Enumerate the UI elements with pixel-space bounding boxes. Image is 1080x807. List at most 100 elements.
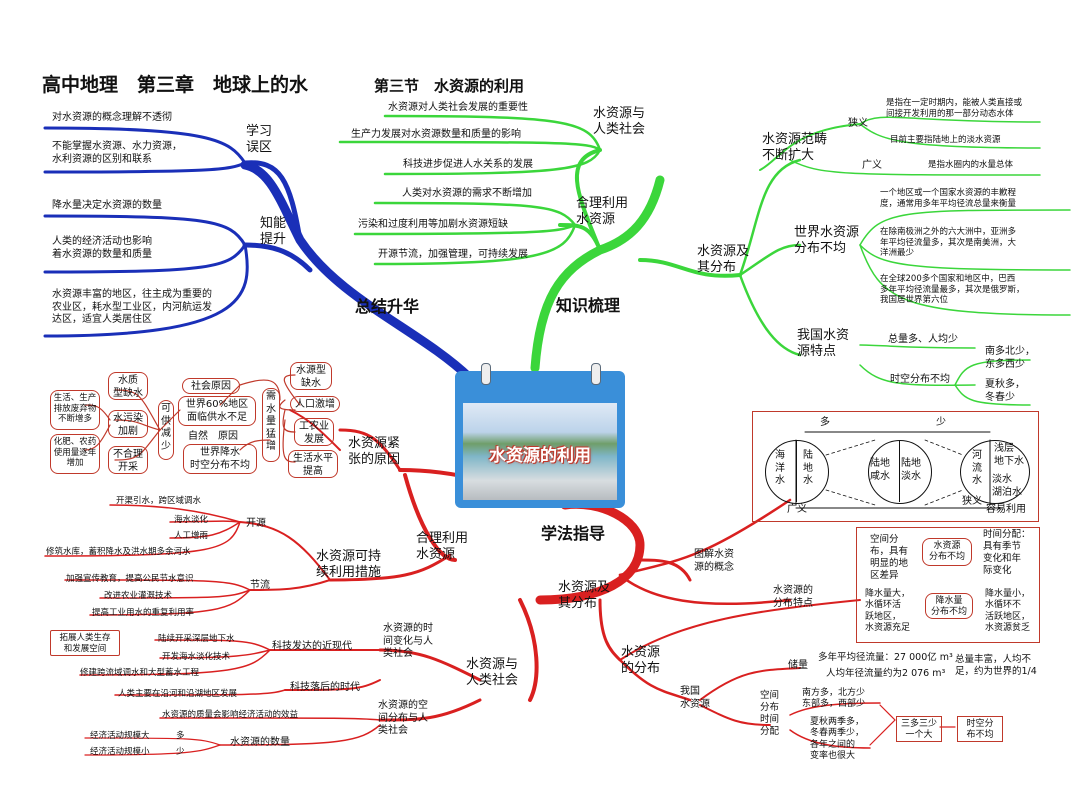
annual-runoff: 多年平均径流量：27 000亿 m³ [818, 652, 953, 664]
branch-summary: 总结升华 [355, 297, 419, 317]
save-item-1: 加强宣传教育，提高公民节水意识 [66, 574, 194, 585]
calendar-ring-icon [481, 363, 491, 385]
three-more-box: 三多三少 一个大 [896, 716, 942, 742]
world-item-2: 在除南极洲之外的六大洲中，亚洲多 年平均径流量多，其次是南美洲，大 洋洲最少 [880, 227, 1016, 259]
branch-method: 学法指导 [541, 524, 605, 544]
study-item-2: 不能掌握水资源、水力资源， 水利资源的区别和联系 [52, 141, 182, 166]
open-item-1: 开渠引水，跨区域调水 [116, 496, 201, 507]
china-spacetime: 时空分布不均 [890, 374, 950, 387]
effective-use-title: 合理利用 水资源 [416, 531, 468, 564]
demand-item-1: 水源型 缺水 [290, 362, 332, 390]
diagram-ground: 浅层 地下水 [994, 443, 1024, 468]
storage-label: 储量 [788, 660, 808, 673]
world-item-1: 一个地区或一个国家水资源的丰歉程 度，通常用多年平均径流总量来衡量 [880, 188, 1016, 209]
page-subtitle: 第三节 水资源的利用 [374, 77, 524, 96]
china-space: 南多北少， 东多西少 [985, 346, 1035, 371]
narrow-label: 狭义 [848, 118, 868, 131]
world-60-box: 世界60%地区 面临供水不足 [178, 396, 256, 426]
broad-label: 广义 [862, 160, 882, 173]
ancient-label: 科技落后的时代 [290, 682, 360, 695]
social-cause: 社会原因 [182, 378, 240, 394]
society-item-1: 水资源对人类社会发展的重要性 [388, 102, 528, 115]
quality-effect: 水资源的质量会影响经济活动的效益 [162, 710, 298, 721]
modern-item-3: 修建跨流域调水和大型蓄水工程 [80, 668, 199, 679]
temporal-title: 水资源的时 间变化与人 类社会 [383, 623, 433, 661]
char-time: 时间分配： 具有季节 变化和年 际变化 [983, 529, 1031, 577]
water-distribution: 水资源 的分布 [621, 645, 660, 678]
scale-less: 少 [176, 747, 185, 758]
spatial-title: 水资源的空 间分布与人 类社会 [378, 700, 428, 738]
save-item-3: 提高工业用水的重复利用率 [92, 608, 194, 619]
scope-title: 水资源范畴 不断扩大 [762, 132, 827, 165]
diagram-broad: 广义 [787, 504, 807, 517]
demand-box: 需 水 量 猛 增 [262, 388, 280, 462]
quality-box: 水质 型缺水 [108, 372, 148, 400]
scarcity-title: 水资源紧 张的原因 [348, 436, 400, 469]
narrow-item-1: 是指在一定时期内，能被人类直接或 间接开发利用的那一部分动态水体 [886, 98, 1022, 119]
open-item-4: 修筑水库，蓄积降水及洪水期多余河水 [46, 547, 191, 558]
center-label: 水资源的利用 [463, 441, 617, 466]
characteristics-title: 水资源的 分布特点 [773, 585, 813, 610]
rational-item-3: 开源节流，加强管理，可持续发展 [378, 249, 528, 262]
ability-item-2: 人类的经济活动也影响 着水资源的数量和质量 [52, 236, 152, 261]
fertilizer-box: 化肥、农药 使用量逐年 增加 [50, 434, 100, 474]
char-rich: 降水量大， 水循环活 跃地区， 水资源充足 [865, 589, 910, 634]
space-time-label: 空间 分布 时间 分配 [760, 690, 779, 738]
study-item-1: 对水资源的概念理解不透彻 [52, 112, 172, 125]
world-title: 世界水资源 分布不均 [794, 225, 859, 258]
discharge-box: 生活、生产 排放废弃物 不断增多 [50, 390, 100, 430]
society-title: 水资源与 人类社会 [593, 106, 645, 139]
char-rain: 降水量 分布不均 [925, 593, 973, 619]
world-item-3: 在全球200多个国家和地区中，巴西 多年平均径流量最多，其次是俄罗斯， 我国居世… [880, 274, 1025, 306]
calendar-ring-icon [591, 363, 601, 385]
china-water: 我国 水资源 [680, 686, 710, 711]
blue-branch-ability [245, 245, 310, 270]
branch-knowledge: 知识梳理 [556, 296, 620, 316]
diagram-salt: 陆地 咸水 [870, 458, 890, 483]
diagram-river: 河 流 水 [972, 450, 982, 488]
circle-divider [899, 440, 900, 502]
diagram-less: 少 [936, 417, 946, 430]
save-label: 节流 [250, 580, 270, 593]
supply-box: 可 供 减 少 [158, 400, 174, 460]
ancient-item: 人类主要在沿河和沿湖地区发展 [118, 689, 237, 700]
scale-small: 经济活动规模小 [90, 747, 150, 758]
diagram-land: 陆 地 水 [803, 450, 813, 488]
pollution-box: 水污染 加剧 [108, 410, 148, 438]
center-node: 水资源的利用 [455, 363, 625, 508]
rational-title: 合理利用 水资源 [576, 196, 628, 229]
char-space: 空间分 布，具有 明显的地 区差异 [870, 534, 908, 582]
diagram-lake: 淡水 湖泊水 [992, 474, 1022, 499]
percapita-runoff: 人均年径流量约为2 076 m³ [826, 668, 945, 680]
modern-item-2: 开发海水淡化技术 [162, 652, 230, 663]
expand-space-box: 拓展人类生存 和发展空间 [50, 630, 120, 656]
save-item-2: 改进农业灌溉技术 [104, 591, 172, 602]
open-label: 开源 [246, 518, 266, 531]
method-distribution-title: 水资源及 其分布 [558, 580, 610, 613]
quantity-label: 水资源的数量 [230, 737, 290, 750]
circle-divider [796, 440, 797, 502]
diagram-title: 图解水资 源的概念 [694, 549, 734, 574]
modern-label: 科技发达的近现代 [272, 641, 352, 654]
diagram-more: 多 [820, 417, 830, 430]
rational-item-2: 污染和过度利用等加剧水资源短缺 [358, 219, 508, 232]
demand-item-2: 人口激增 [290, 396, 340, 412]
society-item-2: 生产力发展对水资源数量和质量的影响 [351, 129, 521, 142]
ability-item-1: 降水量决定水资源的数量 [52, 200, 162, 213]
improper-box: 不合理 开采 [108, 446, 148, 474]
china-time: 夏秋多， 冬春少 [985, 379, 1025, 404]
ability-item-3: 水资源丰富的地区，往主成为重要的 农业区，耗水型工业区，内河航运发 达区，适宜人… [52, 289, 212, 327]
sustain-title: 水资源可持 续利用措施 [316, 549, 381, 582]
ability-title: 知能 提升 [260, 216, 286, 249]
char-uneven: 水资源 分布不均 [922, 538, 972, 566]
human-society-title: 水资源与 人类社会 [466, 657, 518, 690]
page-title: 高中地理 第三章 地球上的水 [42, 74, 308, 98]
uneven-st-box: 时空分 布不均 [957, 716, 1003, 742]
time-desc: 夏秋两季多， 冬春两季少， 各年之间的 变率也很大 [810, 717, 864, 762]
diagram-easy: 容易利用 [986, 504, 1026, 517]
space-desc: 南方多，北方少 东部多，西部少 [802, 688, 865, 711]
society-item-3: 科技进步促进人水关系的发展 [403, 159, 533, 172]
scale-more: 多 [176, 731, 185, 742]
diagram-narrow: 狭义 [962, 496, 982, 509]
modern-item-1: 陆续开采深层地下水 [158, 634, 235, 645]
